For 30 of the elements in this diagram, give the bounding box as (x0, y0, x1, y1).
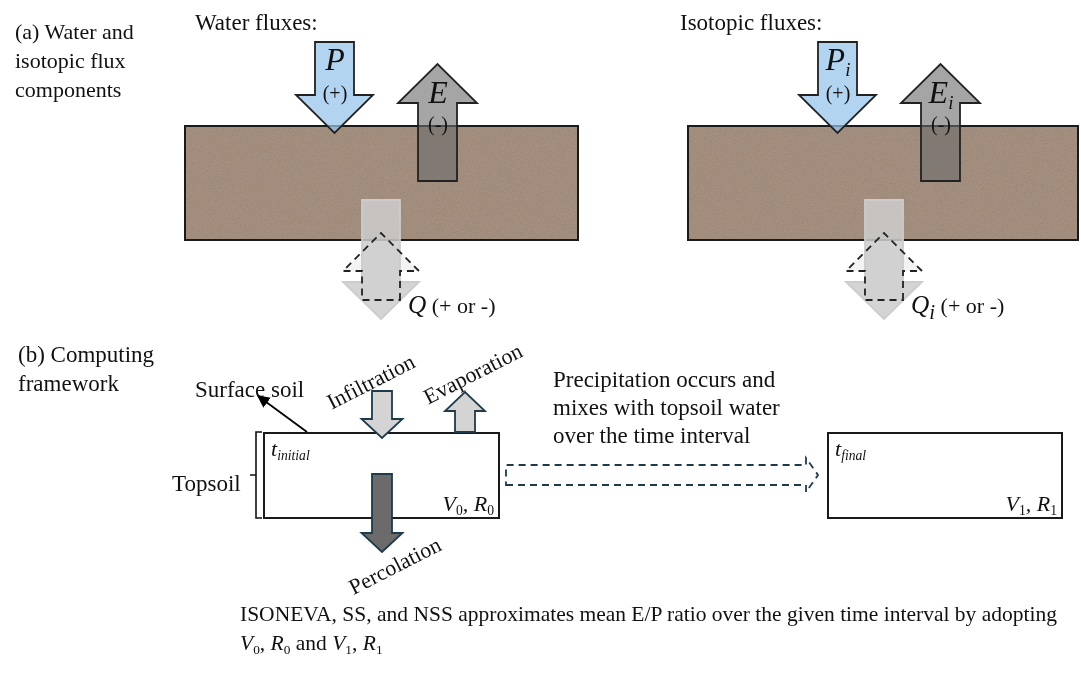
precipitation-arrow (796, 41, 879, 135)
flux-label: P$_{i}$ (+) (824, 44, 852, 107)
transition-arrow (505, 455, 820, 495)
state-label: V$_{1}$, R$_{1}$ (1005, 493, 1057, 515)
infiltration-arrow (359, 390, 405, 440)
footnote: ISONEVA, SS, and NSS approximates mean E/P ratio over the given time interval by adopting V$_{0}$, R$_{0}$ and V$_{1}$, R$_{1}$ (240, 601, 1058, 658)
downward-flux-arrow (843, 199, 925, 321)
flux-label: E$_{i}$ (-) (927, 78, 955, 138)
flux-label: Q (+ or -) (408, 290, 496, 320)
flux-label: E (-) (427, 78, 449, 138)
edge-label: Precipitation occurs and mixes with topsoil water over the time interval (553, 366, 781, 450)
panel-heading: (b) Computing framework (18, 341, 156, 398)
time-label: t$_{initial}$ (271, 438, 310, 460)
precipitation-arrow (293, 41, 376, 135)
topsoil-box (263, 432, 500, 519)
section-heading: Isotopic fluxes: (680, 9, 824, 37)
panel-heading: (a) Water and isotopic flux components (15, 18, 135, 104)
evaporation-arrow (442, 390, 488, 433)
layer-label: Topsoil (172, 470, 242, 498)
surface-soil-label: Surface soil (195, 378, 305, 401)
topsoil-box (827, 432, 1063, 519)
downward-flux-arrow (340, 199, 422, 321)
section-heading: Water fluxes: (195, 9, 319, 37)
evaporation-arrow (395, 62, 480, 182)
flux-label: Q$_{i}$ (+ or -) (911, 290, 1005, 320)
flux-label: P (+) (321, 44, 349, 107)
leader-line (257, 395, 308, 433)
percolation-arrow (359, 473, 405, 554)
state-label: V$_{0}$, R$_{0}$ (442, 493, 494, 515)
evaporation-arrow (898, 62, 983, 182)
